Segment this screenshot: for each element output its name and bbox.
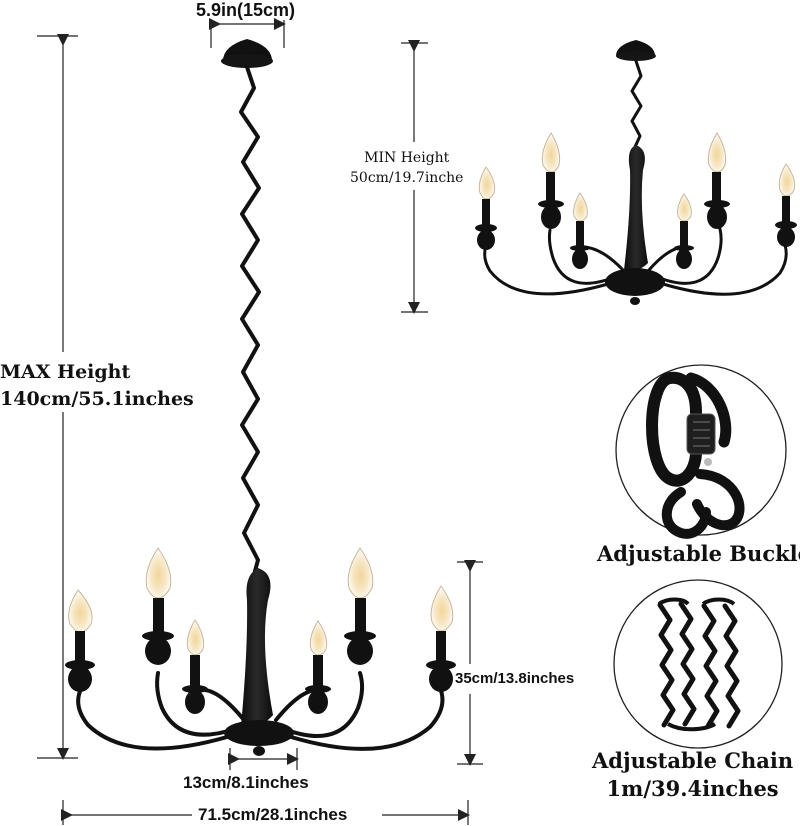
chain-detail-circle — [613, 579, 783, 749]
mini-center-column — [624, 145, 648, 272]
dimension-lines — [37, 18, 483, 825]
fixture-height-label: 35cm/13.8inches — [455, 670, 575, 687]
mini-candle-6 — [775, 163, 797, 247]
base-width-label: 13cm/8.1inches — [183, 773, 309, 792]
main-candle-6 — [426, 585, 456, 692]
main-center-column — [241, 568, 273, 727]
min-height-label: MIN Height 50cm/19.7inche — [350, 148, 463, 188]
main-chain — [239, 65, 261, 573]
mini-candle-2 — [538, 132, 564, 229]
adjustable-buckle-label: Adjustable Buckle — [597, 541, 800, 566]
mini-candle-1 — [475, 166, 497, 250]
arm-left-inner — [197, 687, 246, 722]
max-height-line1: MAX Height — [0, 361, 131, 383]
arm-right-middle — [282, 671, 365, 738]
mini-candle-5 — [704, 132, 730, 229]
mini-chain — [630, 59, 643, 149]
max-height-line2: 140cm/55.1inches — [0, 388, 194, 410]
min-height-line1: MIN Height — [364, 150, 450, 166]
mini-candle-3 — [570, 192, 590, 269]
main-center-bowl — [224, 720, 294, 746]
main-candle-1 — [65, 589, 95, 692]
main-candle-5 — [344, 547, 376, 665]
arm-left-outer — [76, 685, 229, 751]
total-width-label: 71.5cm/28.1inches — [198, 805, 348, 824]
min-height-line2: 50cm/19.7inche — [350, 170, 464, 186]
main-candle-3 — [182, 619, 208, 714]
mini-canopy-base — [616, 51, 656, 61]
main-candle-4 — [305, 620, 331, 714]
canopy-width-label: 5.9in(15cm) — [196, 0, 296, 20]
mini-chandelier — [475, 40, 797, 305]
arm-left-middle — [155, 671, 237, 737]
adjustable-chain-label: Adjustable Chain 1m/39.4inches — [592, 747, 793, 803]
main-canopy-base — [221, 54, 273, 68]
main-candle-2 — [142, 547, 174, 665]
buckle-detail-circle — [615, 364, 787, 539]
max-height-label: MAX Height 140cm/55.1inches — [0, 359, 194, 413]
main-finial — [253, 746, 265, 756]
mini-center-bowl — [605, 268, 665, 296]
arm-right-outer — [289, 686, 445, 751]
mini-finial — [630, 297, 640, 305]
adjustable-chain-line1: Adjustable Chain — [592, 748, 794, 773]
mini-candle-4 — [674, 193, 694, 269]
main-chandelier — [65, 39, 456, 756]
adjustable-chain-line2: 1m/39.4inches — [606, 776, 779, 801]
